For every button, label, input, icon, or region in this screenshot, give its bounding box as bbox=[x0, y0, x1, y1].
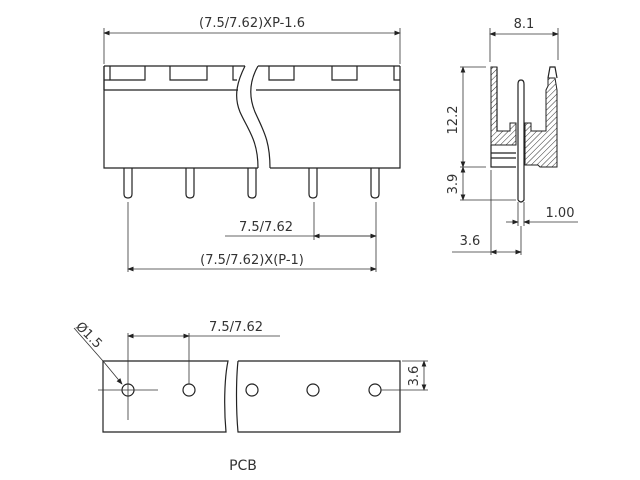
pin-length-label: 3.9 bbox=[446, 174, 461, 195]
pin-thickness-label: 1.00 bbox=[546, 206, 575, 221]
front-view: (7.5/7.62)XP-1.6 7.5/7.62 bbox=[103, 16, 401, 272]
pin-span-label: (7.5/7.62)X(P-1) bbox=[200, 253, 304, 268]
pcb-holes bbox=[121, 383, 382, 397]
overall-length-label: (7.5/7.62)XP-1.6 bbox=[199, 16, 305, 31]
pin-offset-label: 3.6 bbox=[460, 234, 481, 249]
pitch-label: 7.5/7.62 bbox=[239, 220, 293, 235]
hole-diameter-label: Ø1.5 bbox=[72, 319, 104, 351]
pcb-pitch-label: 7.5/7.62 bbox=[209, 320, 263, 335]
pcb-view: Ø1.5 7.5/7.62 3.6 PCB bbox=[72, 319, 428, 474]
body-height-label: 12.2 bbox=[446, 106, 461, 135]
edge-offset-label: 3.6 bbox=[407, 366, 422, 387]
width-label: 8.1 bbox=[514, 17, 535, 32]
pins bbox=[123, 168, 380, 199]
pcb-caption: PCB bbox=[229, 458, 257, 474]
side-view: 8.1 12.2 3.9 1.00 3.6 bbox=[446, 17, 578, 255]
